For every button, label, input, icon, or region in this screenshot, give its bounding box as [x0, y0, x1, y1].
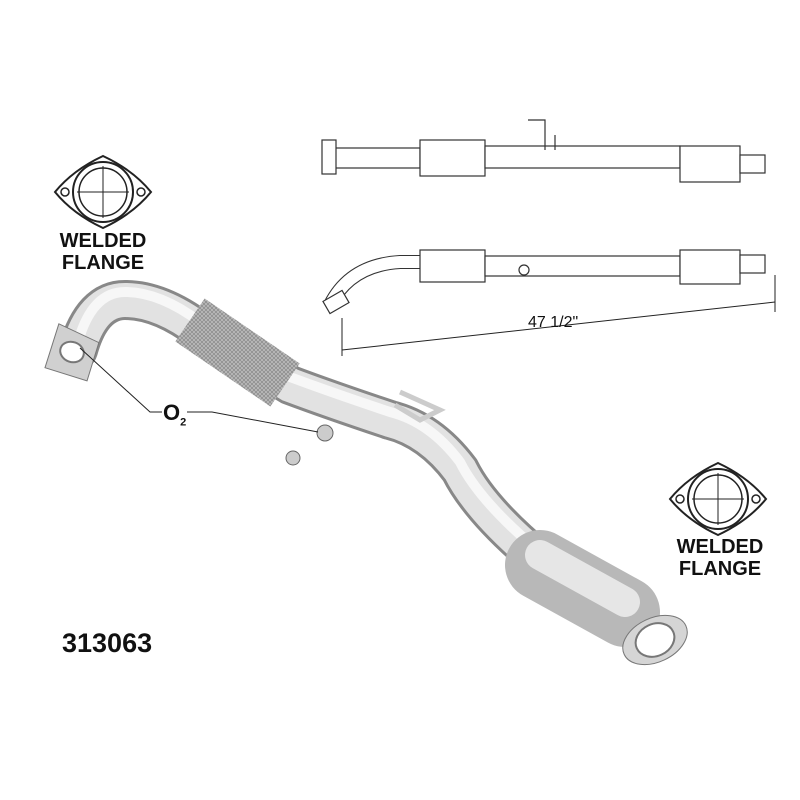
- welded-flange-icon-left: [53, 154, 153, 230]
- bracket: [393, 389, 446, 423]
- o2-leader-lines: [79, 347, 319, 433]
- dimension-line: [341, 275, 776, 356]
- welded-flange-line1: WELDED: [676, 536, 764, 558]
- length-dimension: 47 1/2": [528, 314, 579, 331]
- side-view-bottom: [322, 249, 766, 315]
- welded-flange-line1: WELDED: [59, 230, 147, 252]
- o2-bung: [316, 424, 334, 442]
- catalytic-converter-pipe: [44, 279, 688, 666]
- welded-flange-line2: FLANGE: [61, 252, 145, 274]
- o2-main: O: [163, 400, 181, 425]
- welded-flange-label-right: WELDED FLANGE: [650, 536, 790, 580]
- flex-pipe: [175, 298, 300, 407]
- o2-sensor-label: O2: [163, 400, 186, 428]
- inlet-flange: [44, 323, 100, 382]
- outlet-flange: [622, 614, 688, 666]
- o2-plug: [285, 450, 301, 466]
- welded-flange-label-left: WELDED FLANGE: [33, 230, 173, 274]
- side-view-top: [321, 119, 766, 183]
- o2-sub: 2: [180, 416, 187, 429]
- part-number: 313063: [62, 628, 153, 658]
- welded-flange-icon-right: [668, 461, 768, 537]
- welded-flange-line2: FLANGE: [678, 558, 762, 580]
